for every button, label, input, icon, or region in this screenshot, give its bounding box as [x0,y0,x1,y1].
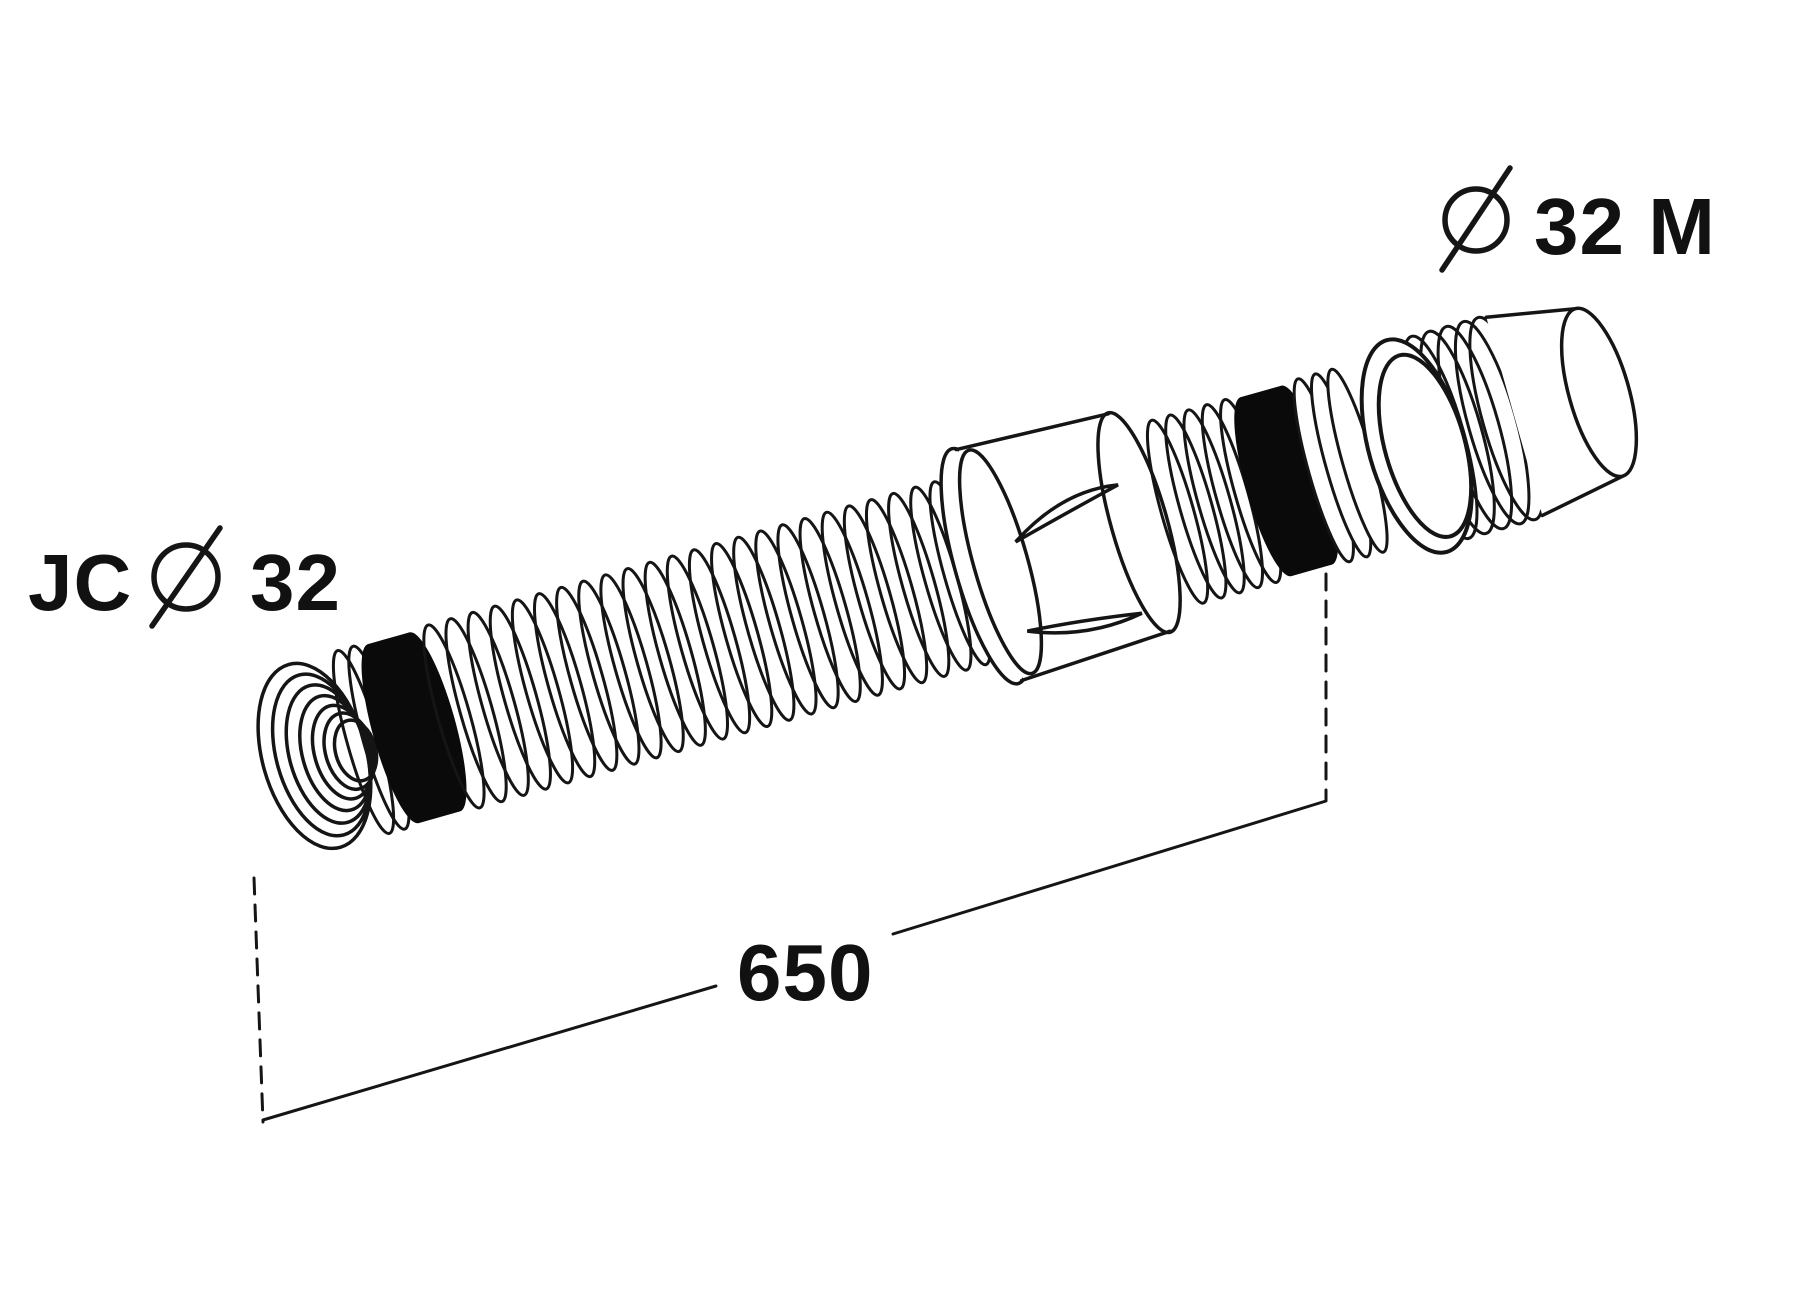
fitting-mouth [1359,337,1474,555]
diameter-icon [149,525,223,629]
fitting-tailpiece [1484,306,1639,518]
hose-assembly [256,306,1639,851]
label-right-fitting: 32 M [1439,165,1716,273]
diameter-icon [1439,165,1513,273]
locknut [939,410,1182,686]
left-fitting-prefix: JC [28,538,132,627]
seal-ring-right [1234,385,1339,577]
dimension-line-left-segment [261,984,718,1122]
dimension-650: 650 [252,572,1328,1124]
right-fitting-value: 32 M [1534,182,1716,271]
drawing-root: 650 JC 32 32 M [28,165,1716,1124]
extension-line-left [252,876,265,1124]
label-left-fitting: JC 32 [28,525,341,629]
left-fitting-value: 32 [250,538,341,627]
nut-facet-upper [1014,483,1119,544]
nut-facet-lower [1027,611,1143,635]
seal-ring-left [361,632,467,824]
dimension-line-right-segment [891,799,1328,936]
length-dimension-label: 650 [737,928,873,1017]
